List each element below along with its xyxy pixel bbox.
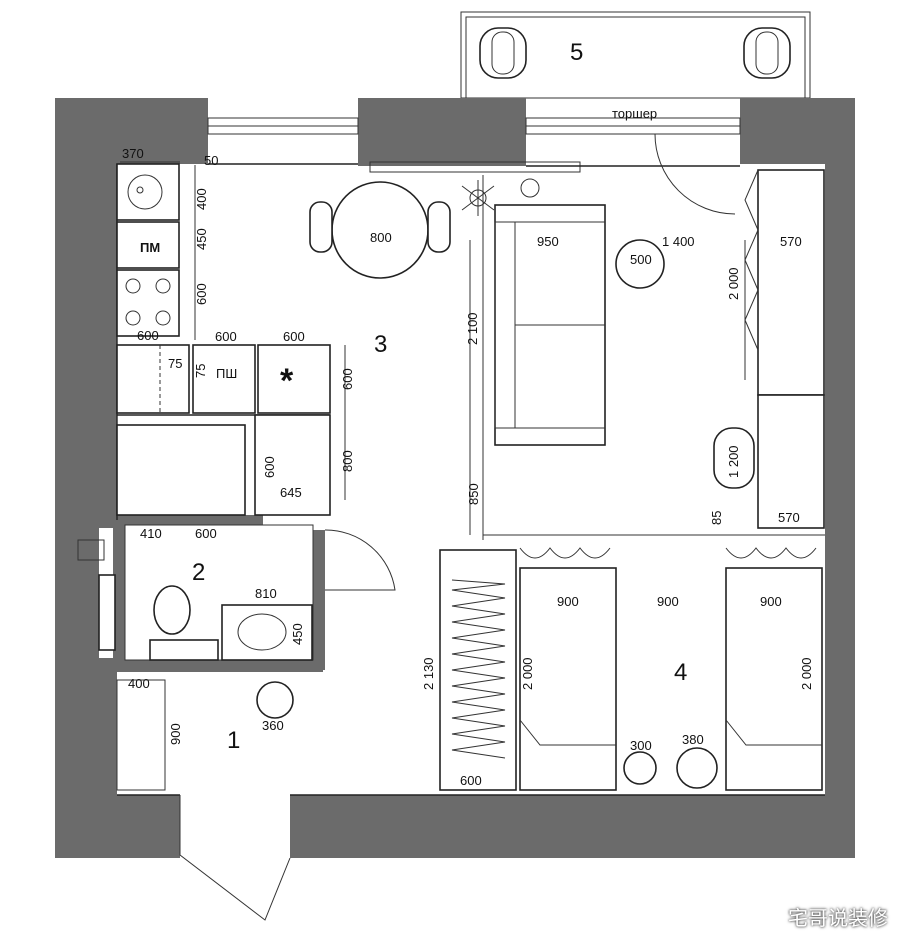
- dim-2000-wardrobe: 2 000: [726, 267, 741, 300]
- washer-cabinet: [192, 344, 256, 414]
- kitchen: [116, 163, 331, 414]
- dim-900-c: 900: [657, 594, 679, 609]
- dim-1200: 1 200: [726, 445, 741, 478]
- sink-icon: [127, 174, 163, 210]
- dim-600-c: 600: [262, 456, 277, 478]
- living-area: [494, 169, 825, 529]
- kitchen-cabinet: [116, 344, 190, 414]
- dim-410: 410: [140, 526, 162, 541]
- dim-645: 645: [280, 485, 302, 500]
- dim-2130: 2 130: [421, 657, 436, 690]
- room-numbers: 1 2 3 4 5: [192, 39, 687, 754]
- desk-chair: [713, 427, 755, 489]
- dishwasher: [116, 221, 180, 269]
- dim-2000-bed-right: 2 000: [799, 657, 814, 690]
- room-5-label: 5: [570, 39, 583, 66]
- balcony-chair-right: [743, 27, 791, 79]
- bath-sink: [221, 604, 313, 661]
- entrance-door: [179, 795, 291, 921]
- pm-label: ПМ: [140, 240, 160, 255]
- dim-400-b: 400: [128, 676, 150, 691]
- fridge: [257, 344, 331, 414]
- dim-900-b: 900: [557, 594, 579, 609]
- plan-labels: торшер ПМ * ПШ: [140, 106, 657, 400]
- dim-600-fridge: 600: [340, 368, 355, 390]
- kitchen-sink-cabinet: [116, 163, 180, 221]
- dim-900-d: 900: [760, 594, 782, 609]
- dim-75-b: 75: [193, 364, 208, 378]
- balcony: [460, 11, 811, 99]
- room-4-label: 4: [674, 659, 687, 686]
- desk: [757, 394, 825, 529]
- dim-600-kitchen: 600: [194, 283, 209, 305]
- entrance: [77, 539, 294, 921]
- dsh-label: ПШ: [216, 366, 237, 381]
- coffee-table: [615, 239, 665, 289]
- dim-370: 370: [122, 146, 144, 161]
- torsher-label: торшер: [612, 106, 657, 121]
- kids-room: [439, 547, 823, 791]
- dim-800-b: 800: [340, 450, 355, 472]
- dim-300: 300: [630, 738, 652, 753]
- dim-810: 810: [255, 586, 277, 601]
- dim-900-entrance: 900: [168, 723, 183, 745]
- toilet: [153, 585, 191, 635]
- plant-icon: [461, 180, 495, 216]
- wardrobe-top: [757, 169, 825, 396]
- dining-area: [309, 178, 540, 279]
- nightstand-left: [623, 751, 657, 785]
- dim-380: 380: [682, 732, 704, 747]
- floor-lamp-icon: [520, 178, 540, 198]
- bed-left: [519, 567, 617, 791]
- star-label: *: [280, 362, 294, 400]
- windows: [207, 117, 741, 215]
- dim-850: 850: [466, 483, 481, 505]
- stove: [116, 269, 180, 337]
- dim-600-wardrobe: 600: [460, 773, 482, 788]
- dim-2000-bed-left: 2 000: [520, 657, 535, 690]
- room-2-label: 2: [192, 559, 205, 586]
- dim-600-stove: 600: [137, 328, 159, 343]
- dim-600-b: 600: [283, 329, 305, 344]
- watermark: 宅哥说装修: [788, 906, 888, 930]
- dimension-labels: 370 50 400 450 600 600 800 950 1 400 570…: [122, 146, 814, 788]
- dim-2100: 2 100: [465, 312, 480, 345]
- dim-1400: 1 400: [662, 234, 695, 249]
- dining-chair-right: [427, 201, 451, 253]
- dim-85: 85: [709, 511, 724, 525]
- hallway-pouf: [256, 681, 294, 719]
- bathroom: [124, 524, 396, 661]
- dim-570-bottom: 570: [778, 510, 800, 525]
- bathroom-door: [324, 529, 396, 591]
- room-3-label: 3: [374, 331, 387, 358]
- bed-right: [725, 567, 823, 791]
- dining-chair-left: [309, 201, 333, 253]
- dim-500: 500: [630, 252, 652, 267]
- dim-450-b: 450: [290, 623, 305, 645]
- nightstand-right: [676, 747, 718, 789]
- walls: [55, 98, 855, 858]
- dim-800: 800: [370, 230, 392, 245]
- balcony-chair-left: [479, 27, 527, 79]
- dim-450: 450: [194, 228, 209, 250]
- dim-600-bath: 600: [195, 526, 217, 541]
- dim-50: 50: [204, 153, 218, 168]
- dim-75-a: 75: [168, 356, 182, 371]
- shoe-rack: [116, 679, 166, 791]
- dim-570-top: 570: [780, 234, 802, 249]
- dim-360: 360: [262, 718, 284, 733]
- dim-950: 950: [537, 234, 559, 249]
- dim-400: 400: [194, 188, 209, 210]
- dim-600-a: 600: [215, 329, 237, 344]
- dimension-lines: [120, 161, 746, 720]
- room-1-label: 1: [227, 727, 240, 754]
